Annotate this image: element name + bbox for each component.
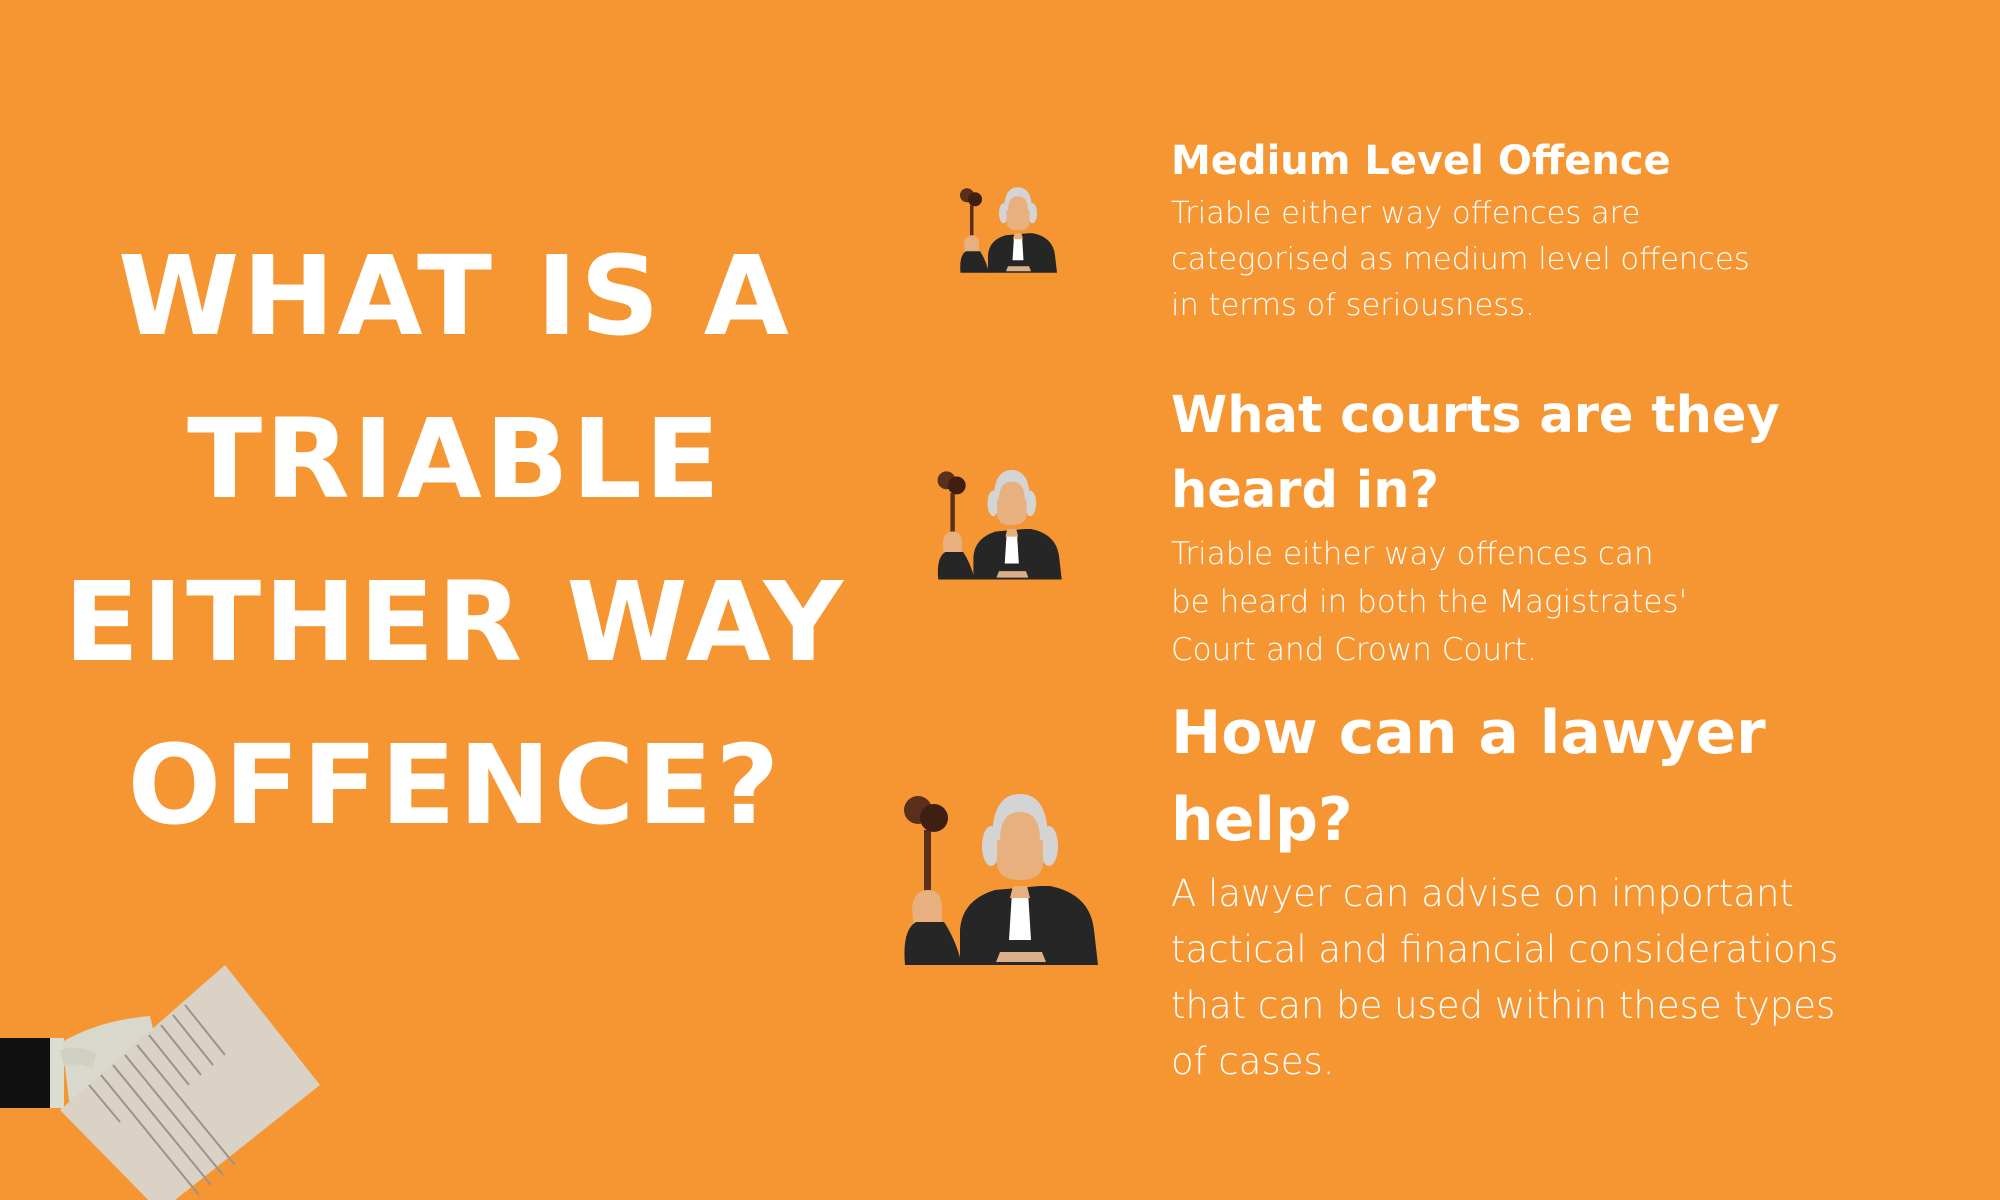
section-body-line: A lawyer can advise on important xyxy=(1171,872,1794,915)
judge-with-gavel-icon xyxy=(958,185,1058,273)
section-body-line: categorised as medium level offences xyxy=(1171,242,1750,277)
section-body-line: Triable either way offences are xyxy=(1171,196,1641,231)
section-heading-line: help? xyxy=(1171,785,1353,855)
section-heading: What courts are they heard in? xyxy=(1171,378,1871,528)
section-heading-line: heard in? xyxy=(1171,461,1440,520)
section-body-line: that can be used within these types xyxy=(1171,984,1836,1027)
judge-with-gavel-icon xyxy=(900,790,1100,965)
page-title: WHAT IS A TRIABLE EITHER WAY OFFENCE? xyxy=(60,215,850,867)
section-body-line: Court and Crown Court. xyxy=(1171,632,1537,668)
section-body-line: be heard in both the Magistrates' xyxy=(1171,584,1688,620)
page-title-line-1: WHAT IS A xyxy=(118,232,792,360)
section-body-line: Triable either way offences can xyxy=(1171,536,1654,572)
section-heading: Medium Level Offence xyxy=(1171,138,1671,184)
section-medium-level-offence: Medium Level Offence Triable either way … xyxy=(1171,135,1891,329)
page-title-line-2: TRIABLE xyxy=(187,395,723,523)
section-how-lawyer-helps: How can a lawyer help? A lawyer can advi… xyxy=(1171,690,1931,1090)
section-body-line: in terms of seriousness. xyxy=(1171,288,1535,323)
section-body-line: tactical and financial considerations xyxy=(1171,928,1839,971)
hand-holding-document-icon xyxy=(0,950,330,1200)
page-title-line-3: EITHER WAY xyxy=(64,558,846,686)
page-title-line-4: OFFENCE? xyxy=(127,721,783,849)
section-body-line: of cases. xyxy=(1171,1040,1335,1083)
section-heading: How can a lawyer help? xyxy=(1171,690,1931,864)
section-heading-line: What courts are they xyxy=(1171,386,1780,445)
section-body: A lawyer can advise on important tactica… xyxy=(1171,866,1931,1090)
judge-with-gavel-icon xyxy=(935,466,1063,581)
section-body: Triable either way offences can be heard… xyxy=(1171,530,1871,674)
section-what-courts: What courts are they heard in? Triable e… xyxy=(1171,378,1871,674)
section-body: Triable either way offences are categori… xyxy=(1171,191,1891,329)
section-heading-line: How can a lawyer xyxy=(1171,698,1766,768)
